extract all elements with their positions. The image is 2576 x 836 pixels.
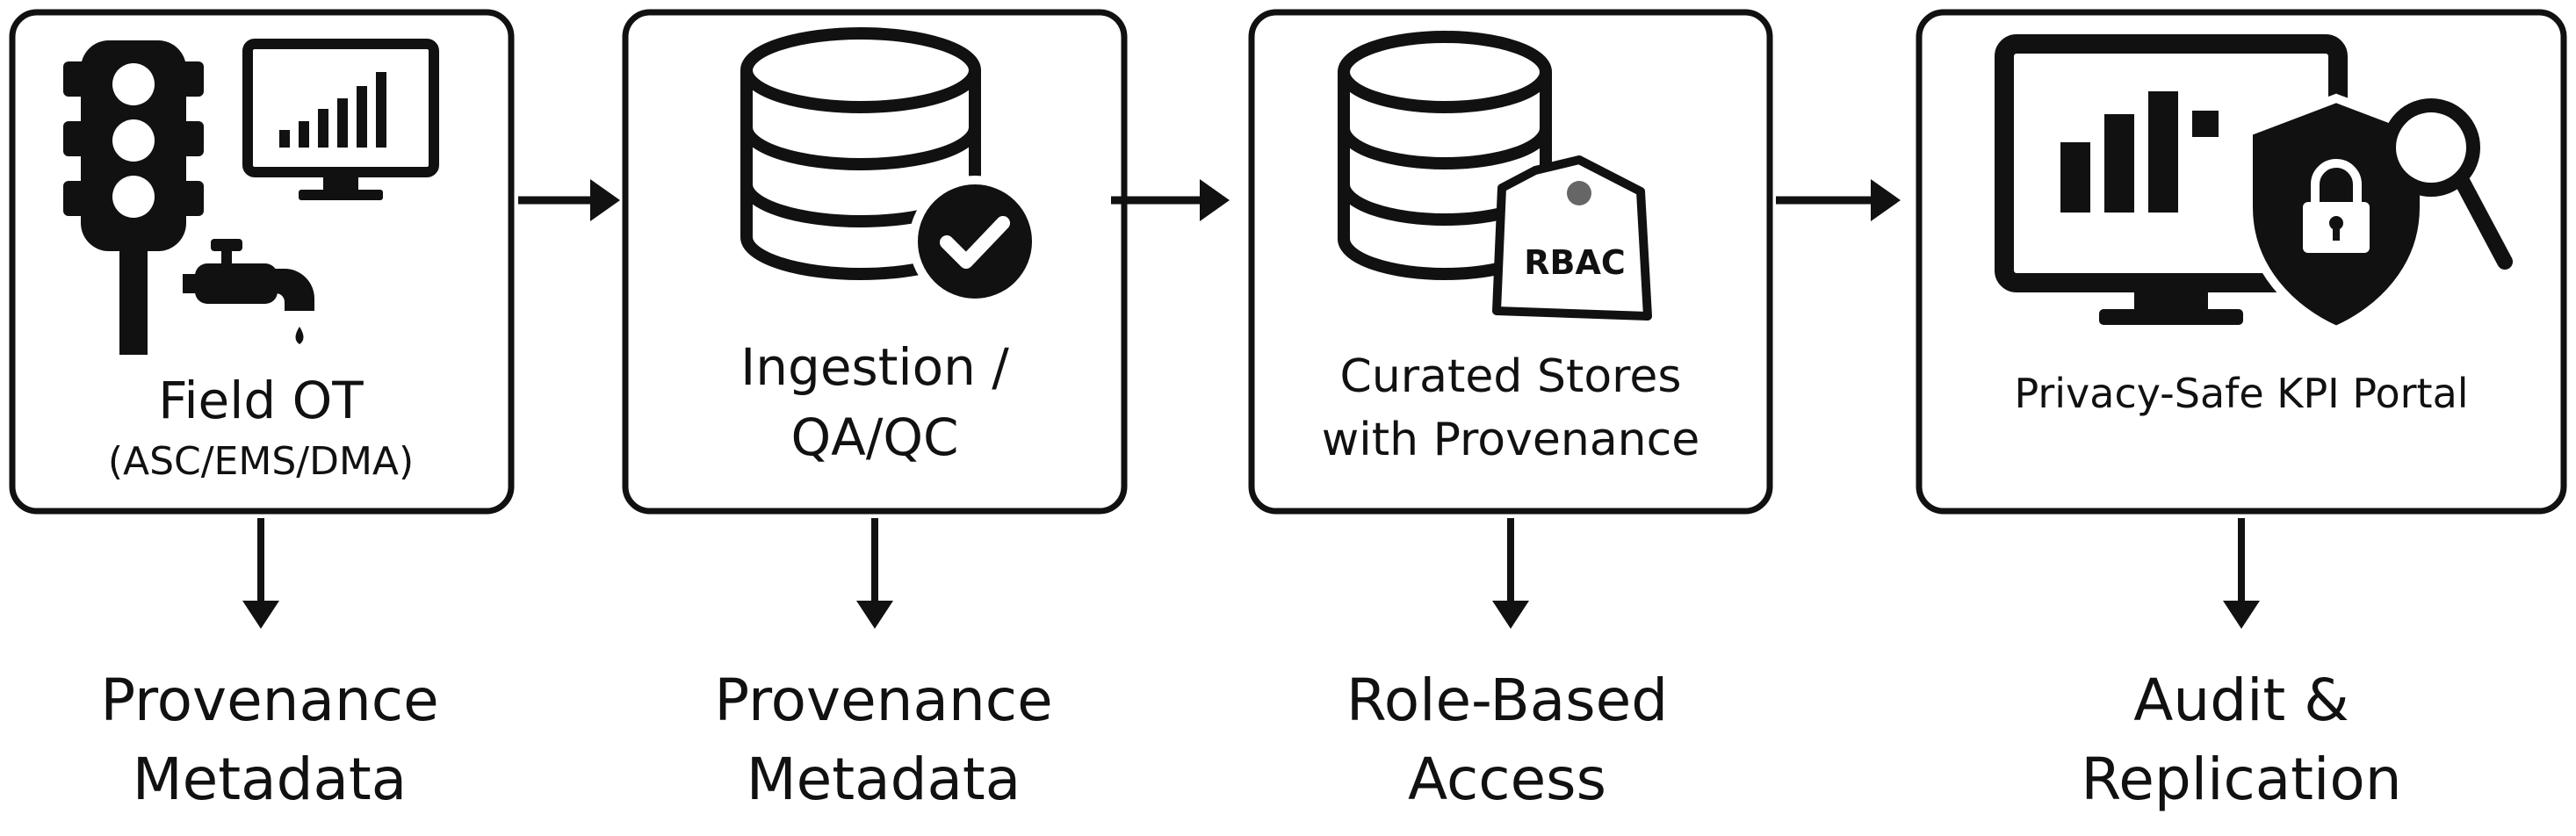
stage-subtitle-field-ot: (ASC/EMS/DMA) bbox=[108, 439, 414, 484]
output-label-ingestion-line1: Provenance bbox=[714, 667, 1052, 734]
check-badge-icon bbox=[909, 176, 1041, 307]
monitor-chart-icon bbox=[242, 39, 439, 200]
rbac-label: RBAC bbox=[1524, 243, 1626, 282]
stage-title2-curated-stores: with Provenance bbox=[1322, 414, 1699, 466]
flow-arrow-3 bbox=[1776, 179, 1901, 221]
stage-title2-ingestion: QA/QC bbox=[790, 407, 958, 467]
traffic-light-icon bbox=[63, 40, 204, 355]
database-icon bbox=[1338, 31, 1552, 280]
output-label-curated-line1: Role-Based bbox=[1346, 667, 1668, 734]
stage-title-ingestion: Ingestion / bbox=[740, 337, 1009, 397]
stage-title-kpi-portal: Privacy-Safe KPI Portal bbox=[2014, 370, 2468, 417]
down-arrow-2 bbox=[856, 518, 893, 629]
output-label-ingestion-line2: Metadata bbox=[747, 746, 1021, 813]
output-label-field-ot-line1: Provenance bbox=[100, 667, 438, 734]
stage-title-curated-stores: Curated Stores bbox=[1340, 350, 1682, 403]
down-arrow-1 bbox=[242, 518, 279, 629]
output-label-portal-line1: Audit & bbox=[2133, 667, 2349, 734]
rbac-tag-icon: RBAC bbox=[1492, 155, 1652, 321]
flow-arrow-2 bbox=[1111, 179, 1230, 221]
stage-title-field-ot: Field OT bbox=[158, 371, 364, 430]
magnifier-icon bbox=[2382, 98, 2513, 270]
flow-arrow-1 bbox=[518, 179, 620, 221]
output-label-portal-line2: Replication bbox=[2081, 746, 2401, 813]
water-tap-icon bbox=[183, 239, 314, 344]
output-label-field-ot-line2: Metadata bbox=[133, 746, 408, 813]
down-arrow-4 bbox=[2223, 518, 2260, 629]
shield-lock-icon bbox=[2244, 93, 2428, 335]
output-label-curated-line2: Access bbox=[1408, 746, 1606, 813]
down-arrow-3 bbox=[1492, 518, 1529, 629]
